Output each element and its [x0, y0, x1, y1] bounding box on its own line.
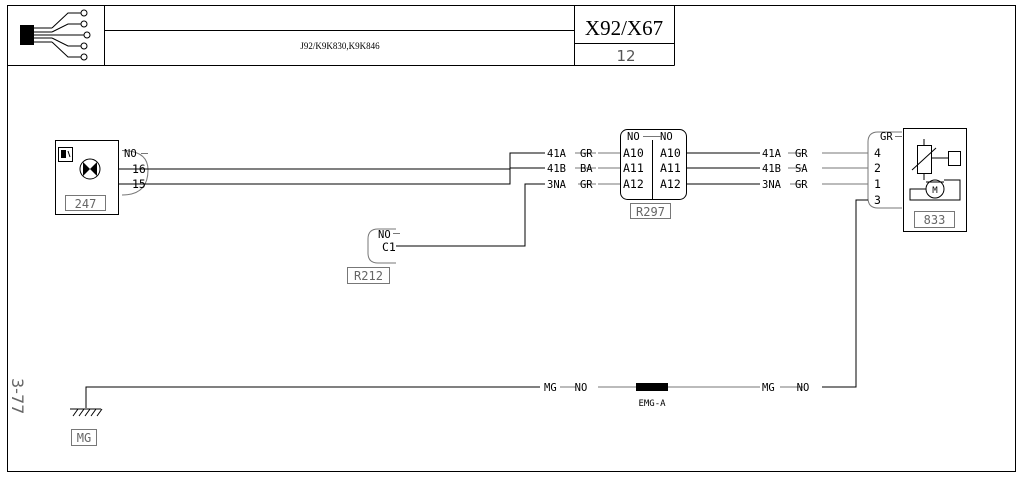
- component-247-ref: 247: [75, 197, 97, 211]
- r297-left-pin-a11: A11: [623, 161, 644, 175]
- title-block: J92/K9K830,K9K846 X92/X67 12: [7, 5, 675, 66]
- motor-icon: M: [909, 179, 961, 201]
- diagram-page-number: 12: [616, 47, 635, 65]
- side-label: 3-77: [8, 378, 27, 414]
- splice-emg-a: EMG-A: [636, 383, 668, 409]
- diagram-frame: [7, 5, 1016, 472]
- r297-left-pin-a12: A12: [623, 177, 644, 191]
- component-833-pin-4: 4: [874, 146, 881, 160]
- r297-right-pin-a11: A11: [660, 161, 681, 175]
- component-833-ref: 833: [924, 213, 946, 227]
- fuel-pump-icon: [58, 147, 73, 162]
- component-833-pin-2: 2: [874, 161, 881, 175]
- r297-right-code: NO: [660, 131, 673, 143]
- ground-ref: MG: [77, 431, 91, 445]
- r212-code: NO: [378, 229, 391, 241]
- r297-right-pin-a10: A10: [660, 146, 681, 160]
- vehicle-variant: J92/K9K830,K9K846: [300, 41, 380, 51]
- ground-symbol-icon: [70, 408, 103, 417]
- connector-r212: NO C1 R212: [347, 228, 403, 284]
- component-833-pin-3: 3: [874, 193, 881, 207]
- splice-emg-a-label: EMG-A: [638, 399, 666, 409]
- wire-3NA: [403, 183, 620, 247]
- wire-41B: [118, 152, 620, 170]
- diagram-title: X92/X67: [585, 16, 663, 40]
- connector-logo-icon: [20, 9, 91, 61]
- component-833-code: GR: [880, 131, 893, 143]
- component-833-pin-1: 1: [874, 177, 881, 191]
- component-247: 247 NO 16 15: [55, 140, 149, 215]
- warning-lamp-icon: [79, 158, 101, 180]
- position-sensor-icon: [911, 139, 961, 180]
- ground-wire: [85, 199, 868, 408]
- r297-left-pin-a10: A10: [623, 146, 644, 160]
- component-833: GR 4 2 1 3 M 833: [867, 128, 967, 232]
- wire-41A: [118, 167, 620, 185]
- component-247-code: NO: [124, 148, 137, 160]
- connector-r212-ref: R212: [354, 269, 383, 283]
- connector-r297: NO NO A10 A11 A12 A10 A11 A12 R297: [620, 129, 687, 219]
- motor-label: M: [932, 186, 938, 196]
- r297-right-pin-a12: A12: [660, 177, 681, 191]
- r297-left-code: NO: [627, 131, 640, 143]
- connector-r297-ref: R297: [636, 205, 665, 219]
- r212-pin-c1: C1: [382, 240, 396, 254]
